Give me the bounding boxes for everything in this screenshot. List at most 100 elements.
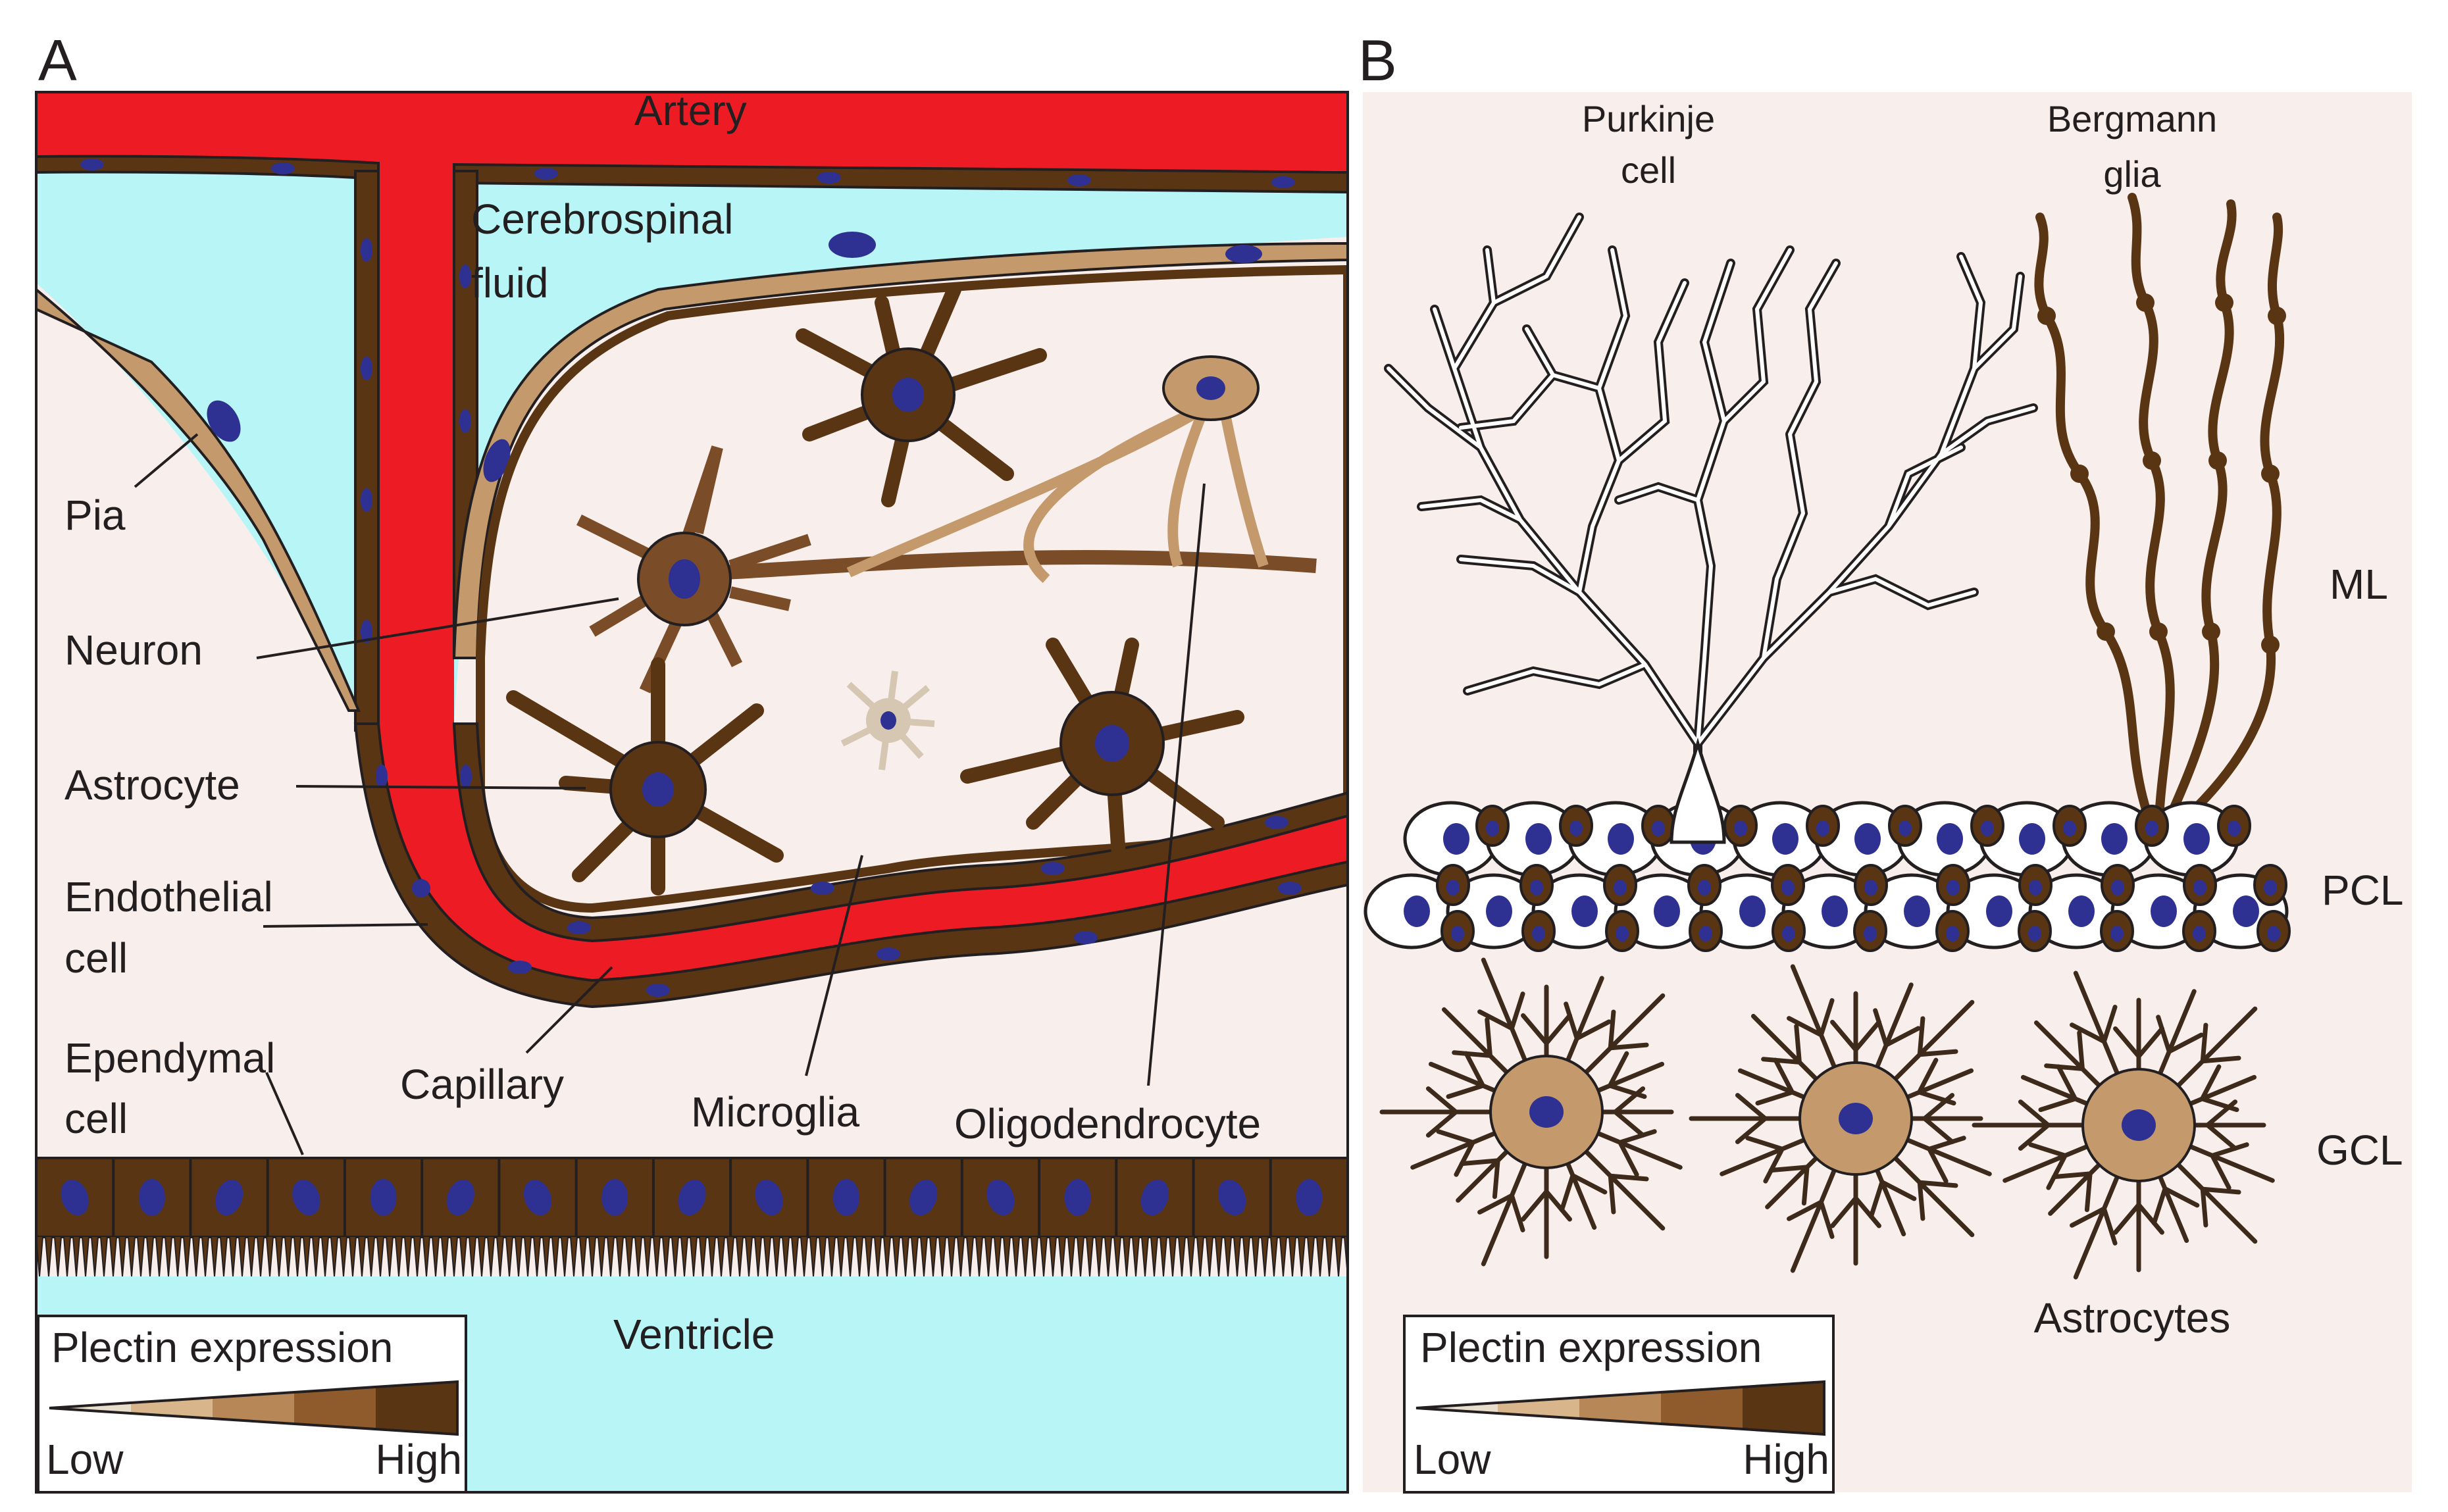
legend-wedge-segment — [213, 1392, 294, 1424]
pcl-glia-nucleus — [1899, 820, 1912, 836]
bergmann-glia-varicosities — [2037, 293, 2286, 654]
gcl-astrocyte — [1689, 964, 1992, 1273]
legend-a-title: Plectin expression — [51, 1324, 393, 1371]
artery-label: Artery — [634, 87, 747, 134]
artery-nuclei — [80, 159, 1295, 643]
pcl-glia-nucleus — [1486, 820, 1499, 836]
ependymal-nucleus — [678, 1179, 706, 1216]
pcl-nucleus — [1525, 823, 1552, 855]
legend-a-low: Low — [46, 1436, 124, 1483]
microglia-label: Microglia — [691, 1088, 859, 1136]
legend-b-high: High — [1743, 1436, 1829, 1483]
pcl-nucleus — [1822, 895, 1848, 927]
astrocyte-label: Astrocyte — [64, 761, 240, 809]
panel-b-labels: B Purkinje cell Bergmann glia ML PCL GCL… — [1358, 28, 2404, 1342]
panel-a-labels: A Artery Cerebrospinal fluid Pia Neuron … — [38, 28, 1261, 1358]
pcl-glia-nucleus — [1734, 820, 1747, 836]
pia-upper-nucleus — [829, 232, 876, 258]
ependymal-nucleus — [370, 1179, 397, 1216]
legend-wedge-segment — [1661, 1387, 1743, 1429]
pcl-glia-nucleus — [1569, 820, 1583, 836]
legend-a-high: High — [375, 1436, 462, 1483]
pcl-glia-nucleus — [1864, 926, 1877, 942]
astrocyte-nucleus — [2122, 1109, 2156, 1141]
pcl-glia-nucleus — [1782, 926, 1795, 942]
ependymal-nucleus — [523, 1179, 552, 1216]
csf-label-line1: Cerebrospinal — [471, 195, 733, 243]
bergmann-label-line1: Bergmann — [2047, 98, 2217, 139]
pcl-glia-nucleus — [1616, 926, 1629, 942]
ependymal-layer — [36, 1157, 1348, 1277]
pcl-nucleus — [1772, 823, 1798, 855]
ependymal-nucleus — [292, 1179, 320, 1216]
panel-b: B Purkinje cell Bergmann glia ML PCL GCL… — [1358, 28, 2412, 1494]
pcl-glia-nucleus — [2145, 820, 2158, 836]
endothelial-label-line2: cell — [64, 934, 128, 982]
ependymal-nucleus — [1296, 1179, 1323, 1216]
pcl-nucleus — [1443, 823, 1469, 855]
pcl-glia-nucleus — [1614, 880, 1627, 895]
pcl-glia-nucleus — [1530, 880, 1543, 895]
gcl-astrocytes — [1379, 957, 2275, 1280]
ependymal-nucleus — [909, 1179, 938, 1216]
pcl-glia-nucleus — [2193, 880, 2206, 895]
panel-a-letter: A — [38, 28, 77, 93]
ependymal-nucleus — [61, 1179, 89, 1216]
legend-wedge-segment — [1743, 1382, 1824, 1434]
ependymal-label-line1: Ependymal — [64, 1034, 275, 1082]
microglia-cell — [840, 670, 935, 770]
pcl-glia-nucleus — [1816, 820, 1829, 836]
pcl-nucleus — [1571, 895, 1598, 927]
ependymal-nucleus — [215, 1179, 243, 1216]
capillary-endothelium — [353, 722, 1348, 1009]
pcl-nucleus — [2068, 895, 2095, 927]
ependymal-nucleus — [446, 1179, 474, 1216]
csf-label-line2: fluid — [471, 259, 548, 307]
astrocyte-nucleus — [1839, 1103, 1873, 1134]
pcl-nucleus — [2019, 823, 2045, 855]
pia-nucleus — [207, 400, 241, 442]
pia-label: Pia — [64, 491, 126, 539]
bergmann-label-line2: glia — [2103, 153, 2161, 195]
legend-a-wedge — [49, 1380, 459, 1436]
bergmann-glia — [2034, 193, 2285, 847]
capillary-label: Capillary — [400, 1061, 564, 1108]
pcl-nucleus — [1608, 823, 1634, 855]
pcl-glia-nucleus — [2029, 880, 2042, 895]
pcl-glia-nucleus — [1446, 880, 1460, 895]
oligodendrocyte-label: Oligodendrocyte — [954, 1100, 1261, 1147]
pcl-glia-nucleus — [2110, 926, 2124, 942]
pcl-nucleus — [1739, 895, 1766, 927]
pointer-lines-a — [134, 433, 1206, 1155]
purkinje-soma — [1670, 737, 1726, 844]
pcl-nucleus — [1854, 823, 1881, 855]
astrocytes-label: Astrocytes — [2034, 1294, 2231, 1342]
legend-b: Plectin expression Low High — [1403, 1315, 1835, 1494]
ependymal-nucleus — [601, 1179, 628, 1216]
pia-upper-nucleus-3 — [483, 439, 511, 482]
pcl-nucleus — [1654, 895, 1680, 927]
panel-b-background — [1363, 92, 2412, 1492]
cilia-fringe — [36, 1236, 1348, 1277]
panel-a: A Artery Cerebrospinal fluid Pia Neuron … — [35, 28, 1349, 1494]
pcl-glia-nucleus — [1532, 926, 1545, 942]
pcl-glia-nucleus — [2193, 926, 2206, 942]
purkinje-label-line1: Purkinje — [1582, 98, 1715, 139]
ml-label: ML — [2330, 561, 2388, 608]
ependymal-nucleus — [1218, 1179, 1246, 1216]
pcl-nucleus — [2101, 823, 2128, 855]
pcl-nucleus — [2183, 823, 2210, 855]
capillary-nuclei — [376, 765, 1302, 997]
legend-wedge-segment — [294, 1387, 376, 1429]
pcl-glia-nucleus — [1981, 820, 1994, 836]
pcl-nucleus — [1937, 823, 1963, 855]
ependymal-nucleus — [755, 1179, 783, 1216]
astrocyte-top — [796, 282, 1047, 507]
pcl-glia-nucleus — [2264, 880, 2277, 895]
pcl-glia-nucleus — [1652, 820, 1665, 836]
ependymal-label-line2: cell — [64, 1095, 128, 1142]
pcl-nucleus — [1404, 895, 1430, 927]
ependymal-nucleus — [832, 1179, 859, 1216]
pcl-nucleus — [2233, 895, 2259, 927]
